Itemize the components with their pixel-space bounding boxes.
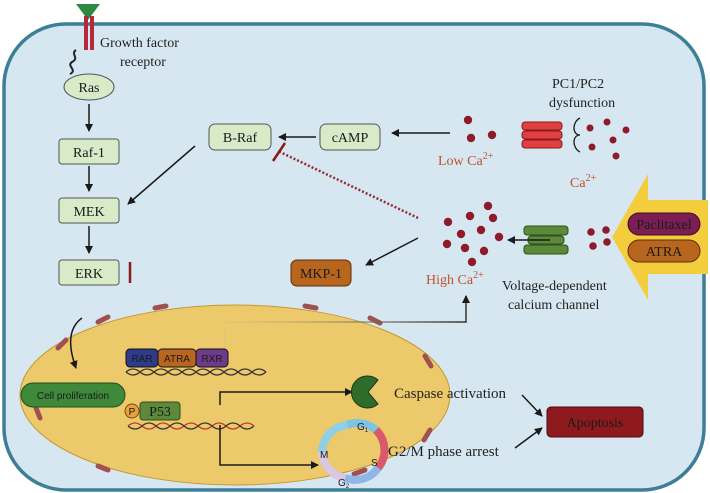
raf1-label: Raf-1 <box>73 146 105 161</box>
inhibit-highca-braf <box>271 142 419 220</box>
mkp1-box <box>290 259 352 287</box>
pc-dysfunction-line1: PC1/PC2 <box>552 77 604 92</box>
pc-leak-arrows <box>573 117 581 153</box>
cell-cycle-ring <box>318 418 389 484</box>
phospho-label: P <box>129 407 136 418</box>
inhibit-mkp1-erk <box>128 262 286 283</box>
growth-factor-receptor <box>69 4 100 75</box>
calcium-extracellular-vdcc <box>587 226 611 250</box>
camp-label: cAMP <box>332 131 369 146</box>
nuclear-pores <box>33 303 434 477</box>
pc-dysfunction-line2: dysfunction <box>549 96 615 111</box>
cycle-s-label: S <box>371 458 378 469</box>
vdcc-label-line1: Voltage-dependent <box>502 279 607 294</box>
rar-label: RAR <box>131 354 152 365</box>
g2m-label: G2/M phase arrest <box>388 444 500 460</box>
phospho-circle <box>124 403 140 419</box>
rxr-box <box>195 348 229 368</box>
camp-box <box>319 123 381 151</box>
braf-label: B-Raf <box>223 131 258 146</box>
mek-label: MEK <box>73 205 104 220</box>
p53-box <box>139 401 181 421</box>
arrow-highca-mkp1 <box>365 237 419 266</box>
dna-upper <box>125 368 267 376</box>
p53-label: P53 <box>149 405 171 420</box>
cycle-m-label: M <box>320 450 328 461</box>
rxr-label: RXR <box>201 354 222 365</box>
calcium-low <box>463 115 497 143</box>
high-ca-label: High Ca2+ <box>426 270 484 288</box>
arrow-g2m-apoptosis <box>514 427 543 449</box>
arrow-nucleus-highca <box>224 295 470 355</box>
receptor-label-line1: Growth factor <box>100 36 179 51</box>
arrow-p53-g2m <box>219 425 319 469</box>
raf1-box <box>58 138 120 165</box>
calcium-high <box>442 201 504 267</box>
caspase-label: Caspase activation <box>394 386 507 402</box>
cell-proliferation-box <box>20 382 126 408</box>
ca-label: Ca2+ <box>570 173 597 191</box>
arrow-erk-proliferation <box>69 317 83 369</box>
braf-box <box>208 123 272 151</box>
ras-node <box>63 73 115 101</box>
cell-proliferation-label: Cell proliferation <box>37 391 109 402</box>
pc1-pc2-channel <box>521 121 563 149</box>
mkp1-label: MKP-1 <box>300 267 342 282</box>
apoptosis-label: Apoptosis <box>567 416 624 431</box>
drug-arrow <box>612 174 708 300</box>
paclitaxel-pill <box>627 212 701 236</box>
calcium-extracellular-pc <box>586 118 630 160</box>
low-ca-label: Low Ca2+ <box>438 151 494 169</box>
receptor-label-line2: receptor <box>120 55 166 70</box>
erk-box <box>58 259 120 286</box>
atra-label: ATRA <box>646 245 683 260</box>
cycle-g1-label: G1 <box>357 422 369 434</box>
mek-box <box>58 197 120 224</box>
caspase-icon <box>350 375 379 409</box>
arrow-p53-caspase <box>219 388 353 405</box>
arrow-caspase-apoptosis <box>521 394 543 417</box>
arrow-braf-mek <box>127 145 196 205</box>
vdcc-label-line2: calcium channel <box>508 298 599 313</box>
erk-label: ERK <box>75 267 103 282</box>
atra-nuclear-label: ATRA <box>164 354 190 365</box>
apoptosis-box <box>546 406 644 438</box>
paclitaxel-label: Paclitaxel <box>636 218 691 233</box>
dna-lower <box>127 422 255 430</box>
cycle-g2-label: G2 <box>338 478 350 490</box>
atra-pill <box>627 239 701 263</box>
ras-label: Ras <box>79 81 100 96</box>
